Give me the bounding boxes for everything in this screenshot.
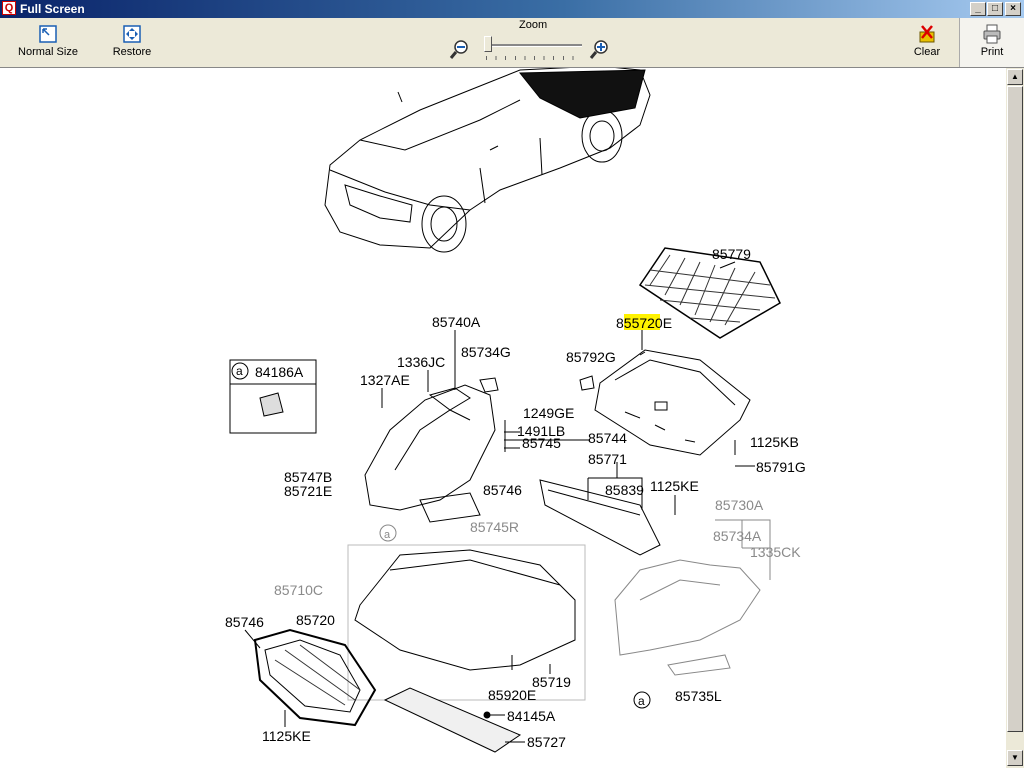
label-85839: 85839	[605, 482, 644, 498]
label-1125ke-top: 1125KE	[650, 478, 699, 494]
label-1491lb: 1491LB	[517, 423, 565, 439]
clear-button[interactable]: Clear	[905, 18, 949, 66]
print-button[interactable]: Print	[970, 18, 1014, 66]
label-1249ge: 1249GE	[523, 405, 574, 421]
zoom-in-icon[interactable]	[589, 38, 611, 60]
zoom-slider-track[interactable]	[484, 44, 582, 47]
restore-label: Restore	[112, 46, 152, 58]
label-85744: 85744	[588, 430, 627, 446]
label-circle-a-right: a	[638, 694, 645, 708]
maximize-button[interactable]: □	[987, 2, 1003, 16]
label-85746-top: 85746	[483, 482, 522, 498]
zoom-label: Zoom	[519, 19, 548, 31]
label-85771: 85771	[588, 451, 627, 467]
label-1336jc: 1336JC	[397, 354, 445, 370]
label-84145a: 84145A	[507, 708, 556, 724]
label-1327ae: 1327AE	[360, 372, 410, 388]
label-85746-bottom: 85746	[225, 614, 264, 630]
label-85730a: 85730A	[715, 497, 764, 513]
zoom-out-icon[interactable]	[449, 38, 471, 60]
label-85745r: 85745R	[470, 519, 519, 535]
label-85920e: 85920E	[488, 687, 536, 703]
title-bar: Q Full Screen _ □ ×	[0, 0, 1024, 18]
part-85740a-left-trim	[364, 330, 595, 511]
part-84186a-box	[229, 359, 317, 434]
label-circle-a-box: a	[236, 364, 243, 378]
highlight-box	[624, 314, 660, 330]
window-title: Full Screen	[20, 2, 85, 16]
label-85727: 85727	[527, 734, 566, 750]
label-85721e: 85721E	[284, 483, 332, 499]
part-85727-board	[383, 687, 525, 753]
label-85720e: 855720E	[616, 315, 672, 331]
clear-icon	[919, 25, 935, 43]
label-85710c: 85710C	[274, 582, 323, 598]
toolbar: Normal Size Restore Zoom Clear	[0, 18, 1024, 68]
part-85771-sill	[419, 420, 661, 556]
print-label: Print	[980, 46, 1004, 58]
label-85792g: 85792G	[566, 349, 616, 365]
printer-icon	[983, 24, 1001, 44]
label-85745: 85745	[522, 435, 561, 451]
scroll-up-button[interactable]: ▲	[1007, 69, 1023, 85]
clear-label: Clear	[913, 46, 941, 58]
label-1125kb: 1125KB	[750, 434, 799, 450]
label-85734g: 85734G	[461, 344, 511, 360]
label-85734a: 85734A	[713, 528, 762, 544]
label-85791g: 85791G	[756, 459, 806, 475]
label-85719: 85719	[532, 674, 571, 690]
normal-size-icon	[39, 25, 57, 43]
label-1335ck: 1335CK	[750, 544, 801, 560]
part-85720e-shelf	[594, 330, 751, 456]
label-85735l: 85735L	[675, 688, 722, 704]
restore-icon	[123, 25, 141, 43]
label-84186a: 84186A	[255, 364, 304, 380]
car-illustration	[324, 68, 651, 253]
label-85779: 85779	[712, 246, 751, 262]
normal-size-button[interactable]: Normal Size	[16, 18, 80, 66]
app-icon: Q	[2, 1, 16, 15]
diagram-labels: 85779 855720E 85740A 1336JC 85734G 85792…	[225, 246, 806, 750]
normal-size-label: Normal Size	[18, 46, 78, 58]
label-85747b: 85747B	[284, 469, 332, 485]
part-85720-tub	[244, 628, 377, 727]
zoom-slider-thumb[interactable]	[484, 36, 492, 52]
scrollbar-thumb[interactable]	[1007, 86, 1023, 732]
part-85779-cargo-net	[638, 247, 781, 339]
vertical-scrollbar[interactable]: ▲ ▼	[1006, 68, 1024, 768]
zoom-slider-ticks	[486, 56, 582, 60]
parts-diagram: 85779 855720E 85740A 1336JC 85734G 85792…	[225, 68, 806, 753]
document-viewer[interactable]: 85779 855720E 85740A 1336JC 85734G 85792…	[0, 68, 1006, 768]
scroll-down-button[interactable]: ▼	[1007, 750, 1023, 766]
close-button[interactable]: ×	[1005, 2, 1021, 16]
label-1125ke-bottom: 1125KE	[262, 728, 311, 744]
label-85720: 85720	[296, 612, 335, 628]
label-circle-a-left: a	[384, 529, 391, 541]
minimize-button[interactable]: _	[970, 2, 986, 16]
restore-button[interactable]: Restore	[106, 18, 158, 66]
label-85740a: 85740A	[432, 314, 481, 330]
print-panel: Print	[959, 18, 1024, 67]
part-85730a-right-trim	[614, 440, 771, 676]
